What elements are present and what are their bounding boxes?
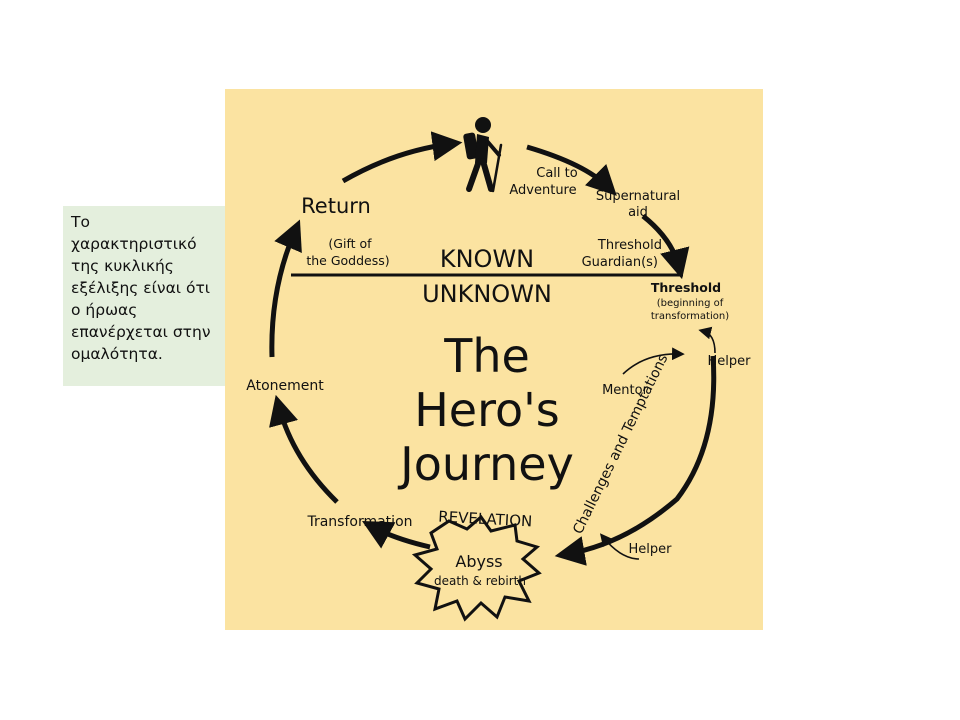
atonement-label: Atonement xyxy=(246,378,324,394)
known-label: KNOWN xyxy=(440,245,534,273)
abyss-subtitle: death & rebirth xyxy=(434,574,526,588)
arc-top-right xyxy=(526,144,617,196)
transformation-label: Transformation xyxy=(306,514,412,530)
abyss-starburst xyxy=(411,514,542,622)
revelation-label: REVELATION xyxy=(438,508,533,531)
arc-bottom-left xyxy=(362,521,431,550)
mentor-arrow xyxy=(622,347,685,375)
unknown-label: UNKNOWN xyxy=(422,280,552,308)
call-to-adventure-line-1: Call to xyxy=(536,166,577,181)
title-line-2: Hero's xyxy=(414,383,560,437)
supernatural-aid-line-1: Supernatural xyxy=(596,189,680,204)
arc-left-lower xyxy=(269,394,339,504)
note-text: Το χαρακτηριστικό της κυκλικής εξέλιξης … xyxy=(71,213,211,363)
helper-bottom-label: Helper xyxy=(629,542,673,557)
helper-bottom-arrow xyxy=(599,533,640,560)
heros-journey-diagram: The Hero's Journey KNOWN UNKNOWN Call to… xyxy=(225,89,763,630)
mentor-label: Mentor xyxy=(602,383,649,398)
helper-top-arrow xyxy=(698,326,716,354)
threshold-guardian-line-2: Guardian(s) xyxy=(582,255,658,270)
arc-left-upper xyxy=(269,219,302,358)
title-line-1: The xyxy=(443,329,530,383)
call-to-adventure-line-2: Adventure xyxy=(509,183,576,198)
gift-line-1: (Gift of xyxy=(328,236,372,251)
threshold-sub-line-1: (beginning of xyxy=(657,298,724,309)
threshold-sub-line-2: transformation) xyxy=(651,311,729,322)
note-box: Το χαρακτηριστικό της κυκλικής εξέλιξης … xyxy=(63,206,225,386)
arc-top-left xyxy=(341,131,463,184)
helper-top-label: Helper xyxy=(708,354,752,369)
abyss-title: Abyss xyxy=(455,552,502,571)
title-line-3: Journey xyxy=(397,437,574,491)
return-label: Return xyxy=(301,194,371,218)
threshold-guardian-line-1: Threshold xyxy=(597,238,662,253)
gift-line-2: the Goddess) xyxy=(306,253,389,268)
diagram-canvas: The Hero's Journey KNOWN UNKNOWN Call to… xyxy=(225,89,763,630)
arc-right-upper xyxy=(641,214,690,280)
supernatural-aid-line-2: aid xyxy=(628,205,648,220)
threshold-label: Threshold xyxy=(651,280,721,295)
hiker-icon xyxy=(463,117,503,193)
